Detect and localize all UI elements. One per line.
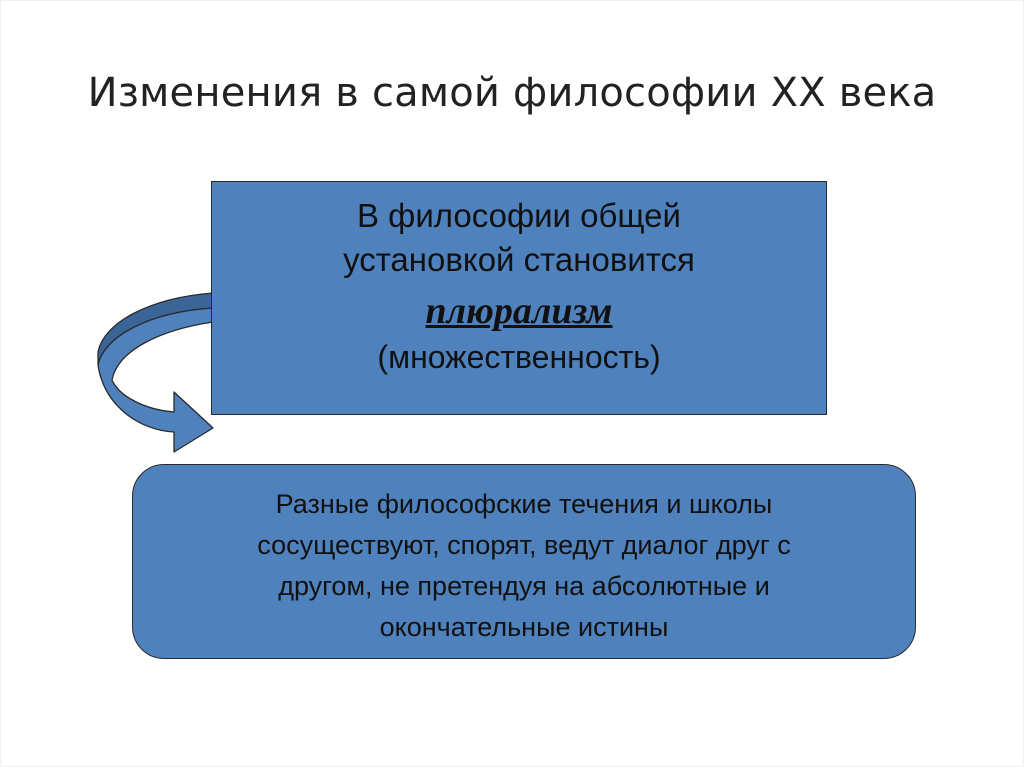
schools-line-2: сосуществуют, спорят, ведут диалог друг … — [257, 530, 791, 560]
curved-arrow-body — [97, 307, 214, 453]
schools-line-3: другом, не претендуя на абсолютные и — [278, 571, 770, 601]
schools-box: Разные философские течения и школы сосущ… — [132, 464, 916, 659]
pluralism-box: В философии общей установкой становится … — [211, 181, 827, 415]
schools-line-4: окончательные истины — [379, 612, 669, 642]
pluralism-keyword: плюрализм — [425, 290, 613, 332]
pluralism-line-2: установкой становится — [343, 241, 695, 278]
pluralism-subtitle: (множественность) — [377, 339, 661, 375]
slide-title: Изменения в самой философии XX века — [87, 70, 937, 116]
pluralism-line-1: В философии общей — [357, 197, 681, 234]
schools-line-1: Разные философские течения и школы — [275, 489, 773, 519]
